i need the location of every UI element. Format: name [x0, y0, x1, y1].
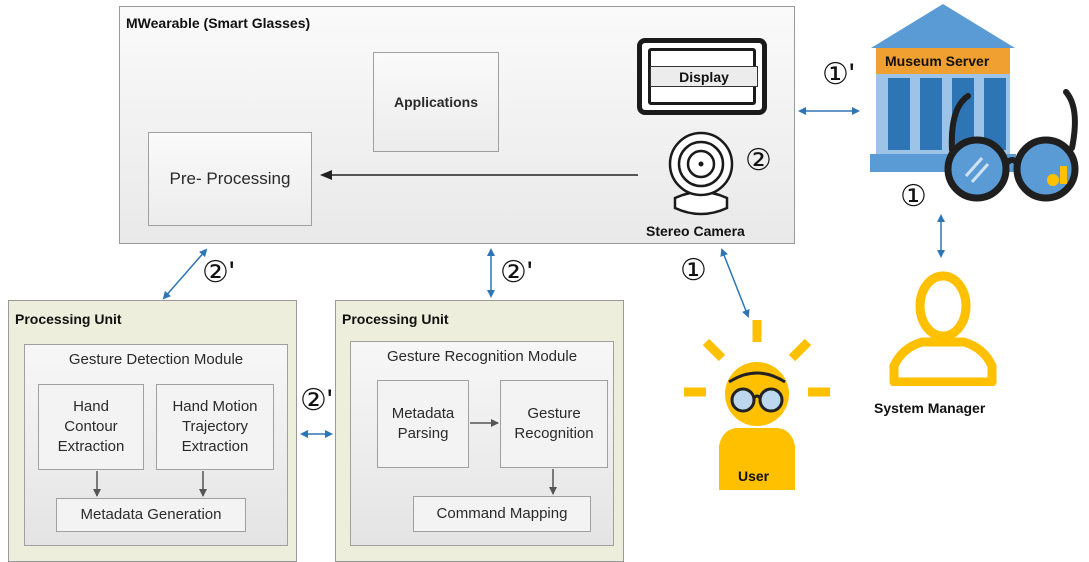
processing-unit-title: Processing Unit — [15, 311, 122, 327]
display-label: Display — [650, 66, 758, 87]
preprocessing-box: Pre- Processing — [148, 132, 312, 226]
stereo-camera-icon — [665, 128, 737, 220]
user-label: User — [738, 468, 770, 484]
stereo-camera-label: Stereo Camera — [646, 223, 745, 239]
hand-motion-box: Hand Motion Trajectory Extraction — [156, 384, 274, 470]
system-manager-marker: ① — [900, 180, 927, 213]
link-marker-between-units: ②' — [300, 384, 333, 417]
mwearable-unit-left-link — [162, 248, 208, 300]
glasses-icon — [940, 78, 1088, 206]
system-manager-icon — [888, 266, 998, 386]
gesture-recognition-box: Gesture Recognition — [500, 380, 608, 468]
metadata-generation-box: Metadata Generation — [56, 498, 246, 532]
system-manager-label: System Manager — [874, 400, 986, 416]
museum-server-icon — [868, 2, 1018, 174]
camera-marker: ② — [745, 144, 772, 177]
applications-box: Applications — [373, 52, 499, 152]
processing-unit-title: Processing Unit — [342, 311, 449, 327]
metadata-parsing-box: Metadata Parsing — [377, 380, 469, 468]
museum-server-label: Museum Server — [885, 53, 990, 69]
user-marker: ① — [680, 254, 707, 287]
mwearable-title: MWearable (Smart Glasses) — [126, 15, 311, 31]
museum-server-marker: ①' — [822, 58, 855, 91]
module-title: Gesture Recognition Module — [386, 348, 578, 365]
hand-contour-box: Hand Contour Extraction — [38, 384, 144, 470]
link-marker-middle: ②' — [500, 256, 533, 289]
mwearable-user-link — [720, 248, 750, 318]
user-icon — [684, 318, 830, 490]
link-marker-left: ②' — [202, 256, 235, 289]
module-title: Gesture Detection Module — [68, 351, 244, 368]
command-mapping-box: Command Mapping — [413, 496, 591, 532]
